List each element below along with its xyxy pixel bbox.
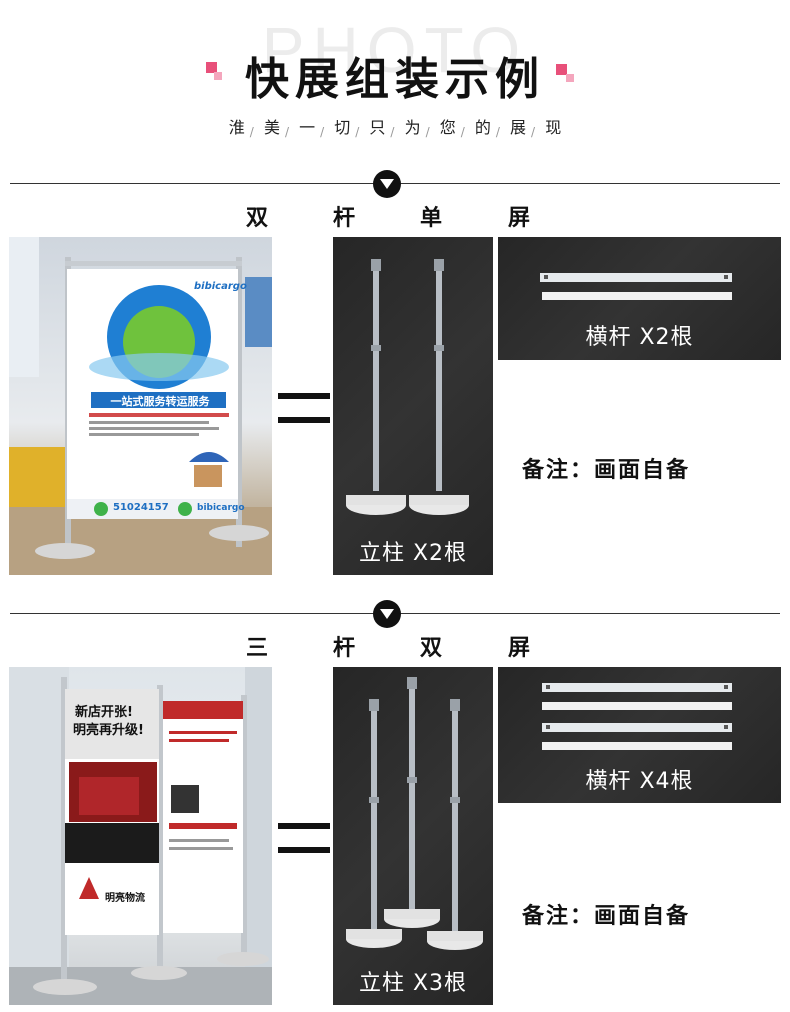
- example-photo-single-screen: bibicargo 一站式服务转运服务 51024157 bibicargo: [9, 237, 272, 575]
- subtitle-char: 的: [474, 118, 491, 137]
- subtitle-char: 美: [263, 118, 280, 137]
- subtitle-char: 切: [334, 118, 351, 137]
- decor-square-right-2: [566, 74, 574, 82]
- example-photo-double-screen: 新店开张! 明亮再升级! 明亮物流: [9, 667, 272, 1005]
- section-title: 双 杆 单 屏: [0, 200, 790, 231]
- crossbars-illustration: [542, 683, 732, 750]
- poster-brand: 明亮物流: [105, 893, 145, 904]
- equals-icon: [278, 393, 330, 441]
- office-scene: [9, 237, 272, 575]
- poster-headline: 一站式服务转运服务: [110, 395, 210, 408]
- chevron-down-icon: [373, 170, 401, 198]
- section-title-char: 屏: [508, 636, 531, 661]
- note-text: 备注：画面自备: [522, 904, 691, 929]
- crossbars-panel: 横杆 X4根: [498, 667, 781, 803]
- posts-panel: 立柱 X3根: [333, 667, 493, 1005]
- background-watermark-text: PHOTO: [261, 14, 529, 86]
- crossbars-count-label: 横杆 X4根: [585, 769, 694, 794]
- equals-icon: [278, 823, 330, 871]
- section-title-char: 双: [246, 206, 269, 231]
- posts-count-label: 立柱 X2根: [358, 541, 468, 566]
- subtitle-char: 一: [299, 118, 316, 137]
- section-title-char: 杆: [333, 636, 356, 661]
- decor-square-left: [206, 62, 217, 73]
- upright-posts-illustration: [346, 677, 483, 950]
- subtitle-char: 现: [545, 118, 562, 137]
- page-subtitle: 淮/ 美/ 一/ 切/ 只/ 为/ 您/ 的/ 展/ 现: [0, 114, 790, 139]
- crossbars-illustration: [540, 273, 732, 300]
- crossbars-count-label: 横杆 X2根: [585, 325, 694, 350]
- section-title-char: 单: [420, 206, 443, 231]
- poster-headline: 新店开张!: [75, 705, 133, 720]
- section-title-char: 三: [246, 636, 269, 661]
- section-title-char: 屏: [508, 206, 531, 231]
- crossbars-panel: 横杆 X2根: [498, 237, 781, 360]
- upright-posts-illustration: [346, 259, 469, 515]
- posts-count-label: 立柱 X3根: [358, 971, 468, 996]
- page-title: 快展组装示例: [245, 54, 545, 105]
- posts-panel: 立柱 X2根: [333, 237, 493, 575]
- subtitle-char: 您: [439, 118, 456, 137]
- poster-brand: bibicargo: [197, 503, 245, 513]
- section-title-char: 双: [420, 636, 443, 661]
- section-title-char: 杆: [333, 206, 356, 231]
- subtitle-char: 只: [369, 118, 386, 137]
- office-scene: [9, 667, 272, 1005]
- subtitle-char: 展: [510, 118, 527, 137]
- chevron-down-icon: [373, 600, 401, 628]
- note-text: 备注：画面自备: [522, 458, 691, 483]
- section-title: 三 杆 双 屏: [0, 630, 790, 661]
- subtitle-char: 淮: [228, 118, 245, 137]
- poster-logo: bibicargo: [194, 281, 247, 292]
- poster-subheadline: 明亮再升级!: [73, 723, 144, 738]
- decor-square-left-2: [214, 72, 222, 80]
- decor-square-right: [556, 64, 567, 75]
- subtitle-char: 为: [404, 118, 421, 137]
- poster-phone: 51024157: [113, 502, 169, 513]
